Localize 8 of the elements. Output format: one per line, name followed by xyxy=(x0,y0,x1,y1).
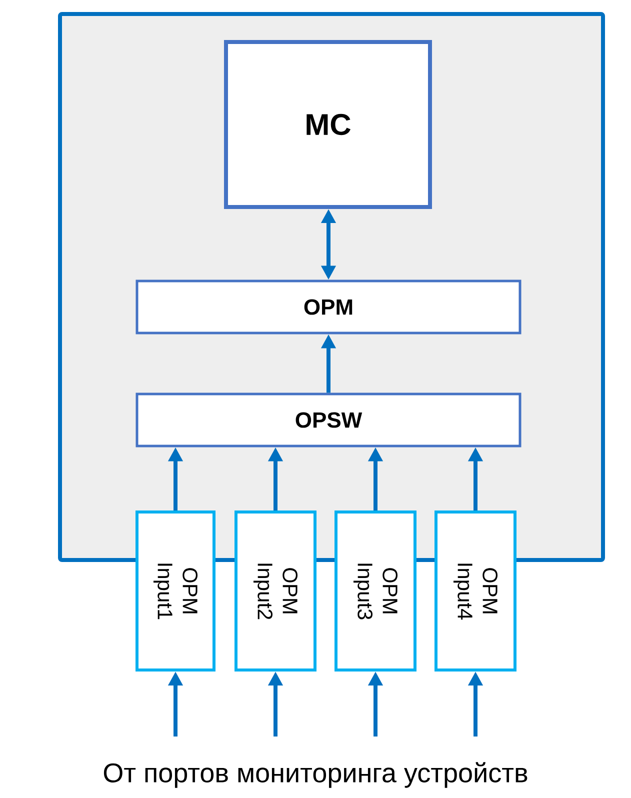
input-box: OPM Input3 xyxy=(334,510,416,672)
input-box: OPM Input4 xyxy=(434,510,516,672)
input-box: OPM Input1 xyxy=(136,510,216,672)
module-box: OPM xyxy=(136,280,522,334)
input-box: OPM Input2 xyxy=(234,510,316,672)
caption-text: От портов мониторинга устройств xyxy=(104,762,528,788)
controller-box: MC xyxy=(224,40,432,209)
module-box: OPSW xyxy=(136,392,522,448)
